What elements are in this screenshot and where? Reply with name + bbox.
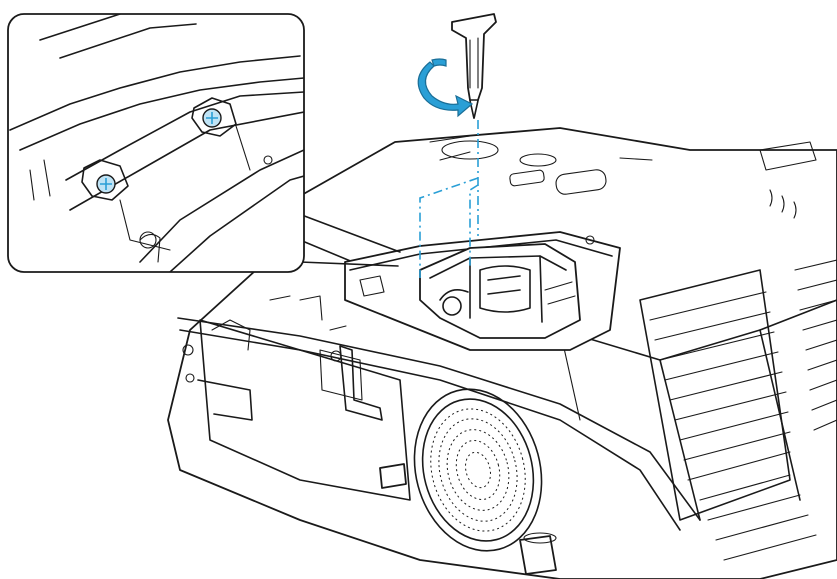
speaker-grille	[413, 388, 543, 552]
screw-guide-lines	[419, 120, 479, 278]
projector-body	[167, 127, 837, 579]
side-vent	[639, 259, 837, 561]
projector-feet	[379, 463, 557, 575]
rear-panel	[182, 295, 411, 501]
rotate-counterclockwise-arrow-icon	[417, 58, 474, 118]
detail-magnifier-callout	[7, 13, 401, 273]
lamp-unit	[419, 243, 581, 339]
